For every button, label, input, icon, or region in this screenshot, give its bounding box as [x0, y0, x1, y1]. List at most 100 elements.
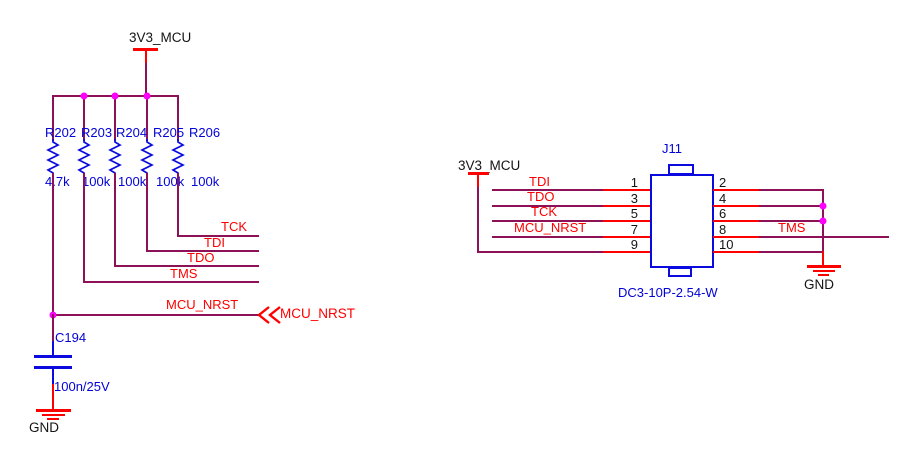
capacitor-plate [34, 355, 72, 358]
pin-number: 2 [719, 175, 727, 190]
pin-stub [713, 205, 760, 207]
wire-tdo [114, 265, 259, 267]
net-label-mcu-nrst: MCU_NRST [166, 297, 239, 312]
wire-segment [177, 95, 179, 141]
resistor-value: 100k [156, 174, 185, 189]
resistor-zigzag [171, 139, 185, 175]
resistor-value: 100k [191, 174, 220, 189]
wire-segment [83, 173, 85, 283]
wire-segment [52, 173, 54, 316]
gnd-bar-icon [807, 265, 841, 268]
wire-segment [145, 63, 147, 97]
junction-dot [80, 92, 88, 100]
port-chevron-icon [257, 306, 281, 324]
wire-tck [177, 235, 259, 237]
resistor-symbol [108, 139, 122, 175]
junction-dot [819, 217, 827, 225]
pin-number: 1 [630, 175, 638, 190]
pin-stub [713, 220, 760, 222]
power-stem [145, 50, 147, 64]
gnd-bar-icon [47, 418, 59, 420]
port-label-mcu-nrst: MCU_NRST [280, 306, 356, 321]
connector-part-number: DC3-10P-2.54-W [618, 285, 718, 300]
wire-segment [477, 187, 479, 252]
gnd-label: GND [29, 420, 59, 435]
net-label-tms: TMS [170, 266, 198, 281]
wire-mcu-nrst [52, 314, 259, 316]
wire-tck [492, 220, 603, 222]
capacitor-lead [52, 341, 54, 356]
pin-stub [603, 251, 652, 253]
pin-stub [603, 205, 652, 207]
junction-dot [819, 202, 827, 210]
capacitor-lead [52, 369, 54, 384]
resistor-symbol [140, 139, 154, 175]
resistor-designator: R205 [153, 125, 185, 140]
pin-stub [713, 189, 760, 191]
wire-tms [759, 236, 889, 238]
resistor-symbol [171, 139, 185, 175]
net-label-tdo: TDO [187, 250, 215, 265]
net-label-tck: TCK [221, 219, 247, 234]
pin-number: 10 [719, 237, 734, 252]
wire-segment [114, 95, 116, 141]
connector-body [650, 174, 714, 268]
wire-tdi [492, 189, 603, 191]
chevron-stroke [257, 306, 270, 324]
resistor-zigzag [77, 139, 91, 175]
resistor-designator: R204 [116, 125, 148, 140]
gnd-label: GND [804, 277, 834, 292]
net-label-tdi: TDI [204, 235, 225, 250]
wire-mcu-nrst [492, 236, 603, 238]
net-label-tms: TMS [778, 220, 806, 235]
net-label-tdi: TDI [529, 174, 550, 189]
power-net-label: 3V3_MCU [129, 30, 192, 45]
wire-segment [146, 95, 148, 141]
pin-stub [603, 189, 652, 191]
gnd-stem [822, 251, 824, 266]
resistor-zigzag [46, 139, 60, 175]
power-bar-icon [468, 172, 489, 175]
pin-number: 9 [630, 237, 638, 252]
resistor-designator: R206 [189, 125, 221, 140]
capacitor-value: 100n/25V [54, 379, 110, 394]
pin-number: 4 [719, 191, 727, 206]
pin-number: 5 [630, 206, 638, 221]
pin-stub [603, 220, 652, 222]
wire-segment [52, 314, 54, 341]
junction-dot [143, 92, 151, 100]
pin-stub [713, 236, 760, 238]
wire-segment [52, 95, 54, 141]
wire-tms [83, 281, 259, 283]
resistor-value: 4.7k [45, 174, 70, 189]
connector-designator: J11 [662, 141, 682, 156]
gnd-bar-icon [42, 414, 65, 416]
resistor-zigzag [108, 139, 122, 175]
pin-stub [713, 251, 760, 253]
pin-number: 6 [719, 206, 727, 221]
net-label-tck: TCK [531, 204, 557, 219]
wire-segment [114, 173, 116, 267]
wire-tdi [146, 250, 259, 252]
pin-number: 3 [630, 191, 638, 206]
wire-segment [177, 173, 179, 237]
wire-segment [83, 95, 85, 141]
gnd-bar-icon [818, 274, 829, 276]
resistor-designator: R203 [81, 125, 113, 140]
wire-tdo [492, 205, 603, 207]
resistor-value: 100k [118, 174, 147, 189]
wire-segment [759, 205, 824, 207]
connector-tab [668, 267, 692, 277]
pin-number: 8 [719, 222, 727, 237]
capacitor-designator: C194 [55, 330, 87, 345]
capacitor-plate [34, 366, 72, 369]
wire-3v3-to-pin9 [477, 251, 603, 253]
power-bar-icon [133, 48, 158, 51]
pin-stub [603, 236, 652, 238]
resistor-symbol [77, 139, 91, 175]
gnd-stem [52, 384, 54, 410]
pin-number: 7 [630, 222, 638, 237]
chevron-stroke [268, 306, 281, 324]
resistor-value: 100k [82, 174, 111, 189]
resistor-symbol [46, 139, 60, 175]
